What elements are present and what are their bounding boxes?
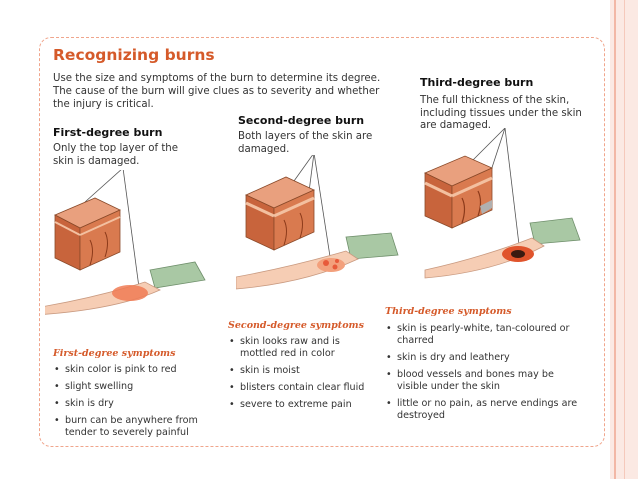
side-divider-line — [614, 0, 616, 479]
page-title: Recognizing burns — [53, 46, 215, 64]
list-item: skin is dry — [53, 398, 223, 410]
third-degree-heading: Third-degree burn — [420, 76, 534, 89]
list-item: blisters contain clear fluid — [228, 382, 378, 394]
first-degree-symptoms-list: skin color is pink to red slight swellin… — [53, 364, 223, 444]
list-item: skin is dry and leathery — [385, 352, 585, 364]
list-item: severe to extreme pain — [228, 399, 378, 411]
second-degree-description: Both layers of the skin are damaged. — [238, 131, 373, 155]
first-degree-illustration — [45, 170, 206, 315]
list-item: little or no pain, as nerve endings are … — [385, 398, 585, 422]
list-item: blood vessels and bones may be visible u… — [385, 369, 585, 393]
second-degree-illustration — [236, 155, 399, 290]
third-degree-description: The full thickness of the skin, includin… — [420, 95, 582, 131]
first-degree-description: Only the top layer of the skin is damage… — [53, 143, 179, 167]
intro-text: Use the size and symptoms of the burn to… — [53, 73, 381, 110]
list-item: skin is pearly-white, tan-coloured or ch… — [385, 323, 585, 347]
second-degree-heading: Second-degree burn — [238, 114, 365, 127]
second-degree-symptoms-list: skin looks raw and is mottled red in col… — [228, 336, 378, 416]
third-degree-symptoms-list: skin is pearly-white, tan-coloured or ch… — [385, 323, 585, 427]
list-item: skin color is pink to red — [53, 364, 223, 376]
third-degree-illustration — [424, 128, 581, 279]
second-degree-symptoms-heading: Second-degree symptoms — [228, 320, 364, 331]
side-divider-line-thin — [624, 0, 625, 479]
first-degree-symptoms-heading: First-degree symptoms — [53, 348, 176, 359]
list-item: burn can be anywhere from tender to seve… — [53, 415, 223, 439]
third-degree-symptoms-heading: Third-degree symptoms — [385, 306, 512, 317]
list-item: slight swelling — [53, 381, 223, 393]
list-item: skin is moist — [228, 365, 378, 377]
first-degree-heading: First-degree burn — [53, 126, 163, 139]
list-item: skin looks raw and is mottled red in col… — [228, 336, 378, 360]
content-panel — [39, 37, 605, 447]
